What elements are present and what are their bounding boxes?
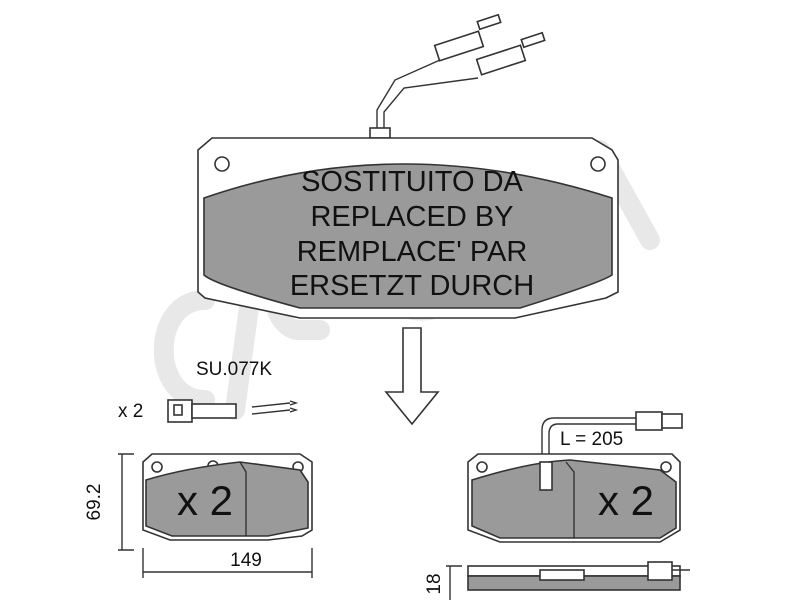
sensor-connector-upper — [433, 13, 502, 62]
left-pad-height: 69.2 — [84, 484, 105, 521]
left-pad-width: 149 — [230, 550, 262, 571]
left-pad: x 2 69.2 149 — [84, 453, 313, 578]
sensor-kit-code: SU.077K — [196, 359, 272, 380]
replaced-part: SOSTITUITO DA REPLACED BY REMPLACE' PAR … — [197, 13, 619, 319]
sensor-connector-right — [635, 411, 663, 431]
left-pad-quantity: x 2 — [177, 477, 233, 524]
friction-material-left — [145, 461, 309, 537]
replaced-line-2: REPLACED BY — [310, 201, 513, 233]
sensor-kit-quantity: x 2 — [118, 401, 143, 422]
sensor-kit: SU.077K x 2 — [118, 359, 299, 423]
right-pad-thickness: 18 — [424, 573, 445, 594]
down-arrow-icon — [384, 327, 440, 426]
sensor-connector-lower — [475, 31, 546, 76]
mount-hole-left — [214, 156, 230, 172]
right-pad: L = 205 x 2 18 — [424, 411, 690, 600]
friction-material-top — [203, 163, 613, 309]
replaced-line-3: REMPLACE' PAR — [297, 236, 528, 268]
replaced-line-1: SOSTITUITO DA — [301, 166, 523, 198]
right-pad-quantity: x 2 — [598, 477, 654, 524]
replaced-line-4: ERSETZT DURCH — [290, 270, 534, 302]
wire-length: L = 205 — [560, 429, 623, 450]
mount-hole-right — [590, 156, 606, 172]
